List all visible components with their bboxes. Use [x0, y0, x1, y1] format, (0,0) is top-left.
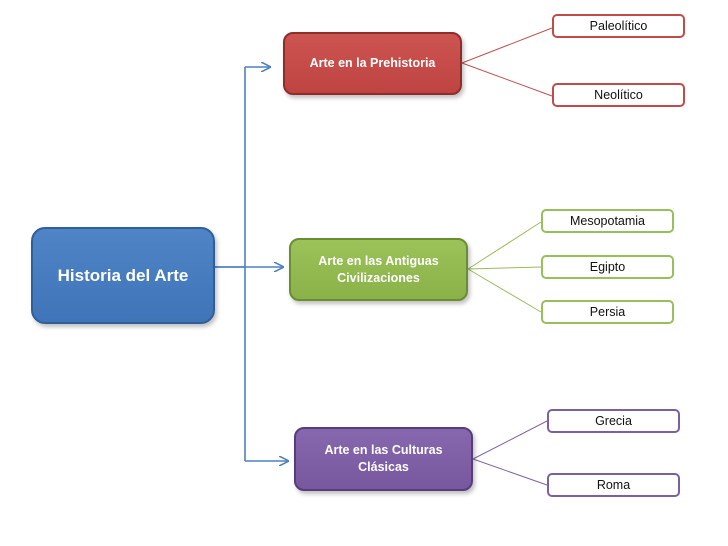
leaf-label: Egipto — [589, 260, 626, 274]
line-persia — [467, 268, 542, 313]
category-label: Arte en las Culturas Clásicas — [324, 443, 443, 474]
leaf-neolitico: Neolítico — [552, 83, 685, 107]
line-grecia — [472, 420, 548, 460]
leaf-persia: Persia — [541, 300, 674, 324]
leaf-roma: Roma — [547, 473, 680, 497]
root-label: Historia del Arte — [57, 265, 189, 285]
leaf-paleolitico: Paleolítico — [552, 14, 685, 38]
category-antiguas-civilizaciones: Arte en las Antiguas Civilizaciones — [289, 238, 468, 301]
leaf-egipto: Egipto — [541, 255, 674, 279]
line-egipto — [467, 266, 542, 270]
category-culturas-clasicas: Arte en las Culturas Clásicas — [294, 427, 473, 491]
leaf-mesopotamia: Mesopotamia — [541, 209, 674, 233]
leaf-label: Neolítico — [594, 88, 643, 102]
root-node: Historia del Arte — [31, 227, 215, 324]
leaf-label: Grecia — [595, 414, 632, 428]
leaf-grecia: Grecia — [547, 409, 680, 433]
line-mesopotamia — [467, 221, 542, 270]
line-paleolitico — [461, 27, 553, 64]
leaf-label: Roma — [596, 478, 631, 492]
category-label: Arte en las Antiguas Civilizaciones — [318, 253, 439, 285]
category-prehistoria: Arte en la Prehistoria — [283, 32, 462, 95]
leaf-label: Persia — [589, 305, 626, 319]
leaf-label: Paleolítico — [589, 19, 648, 33]
category-label: Arte en la Prehistoria — [309, 56, 436, 70]
leaf-label: Mesopotamia — [569, 214, 646, 228]
line-roma — [472, 458, 548, 486]
line-neolitico — [461, 62, 553, 97]
root-connector — [215, 67, 246, 268]
